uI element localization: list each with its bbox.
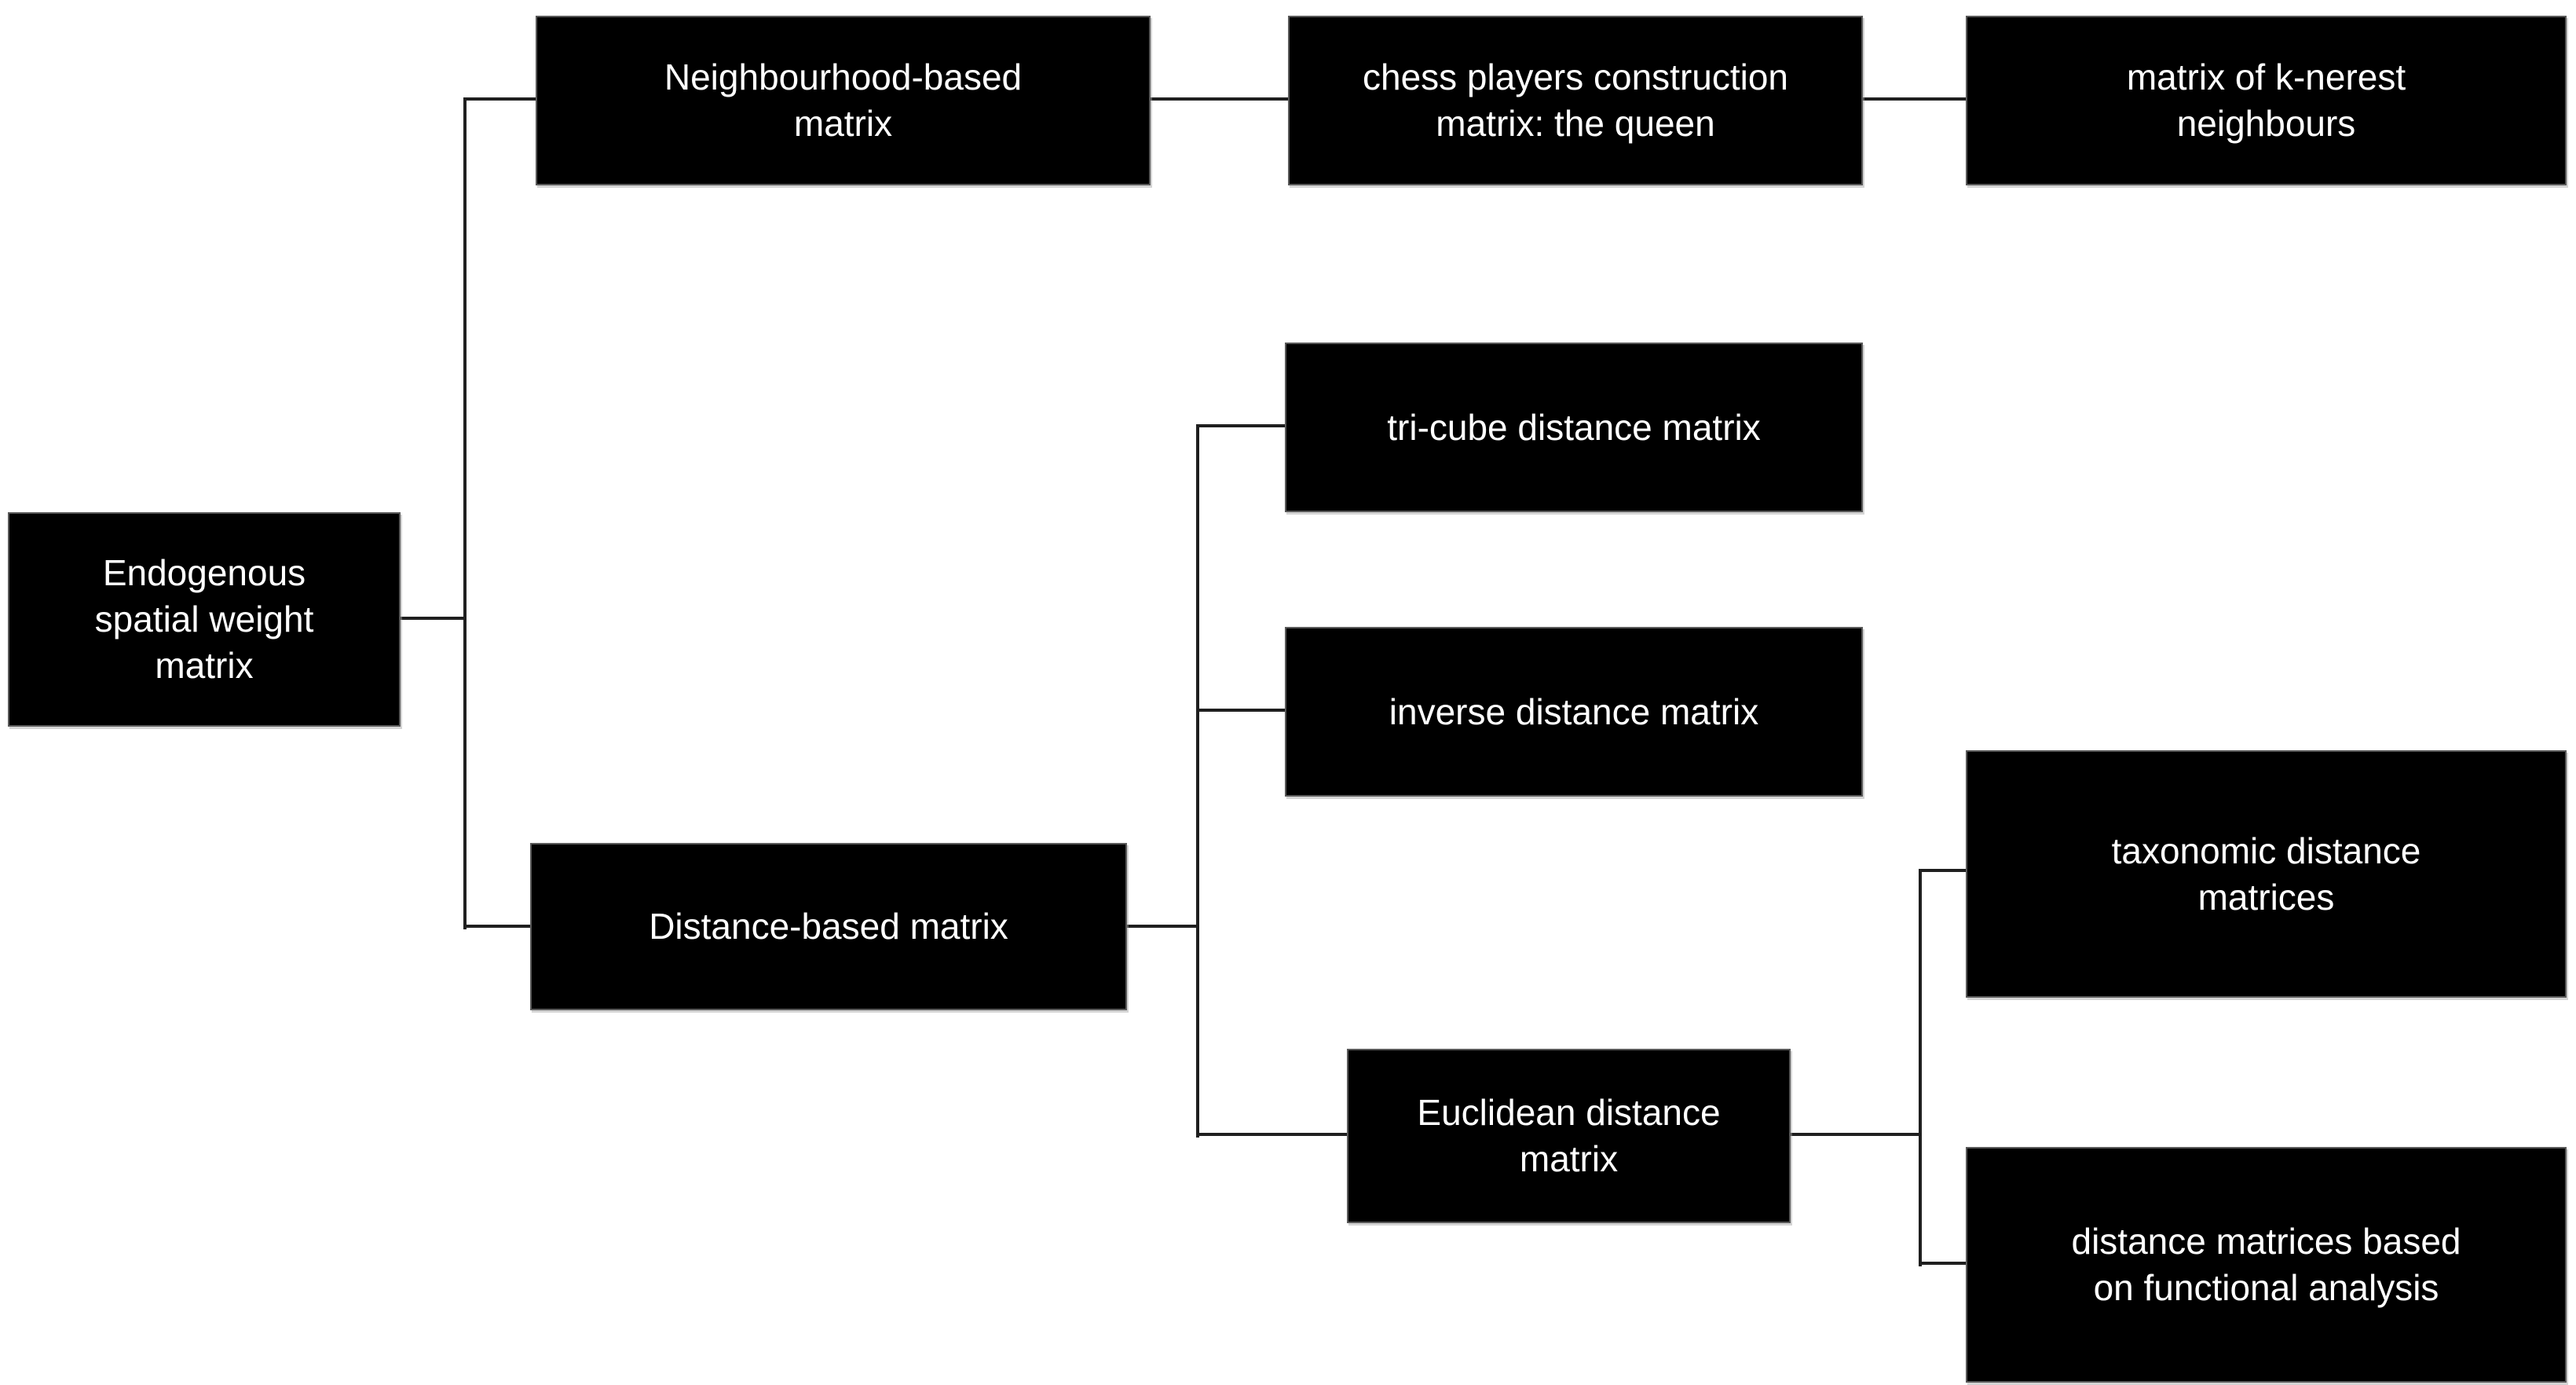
node-endogenous-spatial-weight-matrix: Endogenous spatial weight matrix — [8, 512, 401, 727]
node-taxonomic-distance-matrices: taxonomic distance matrices — [1966, 750, 2567, 998]
node-euclidean-distance-matrix: Euclidean distance matrix — [1347, 1049, 1791, 1223]
connector-distance-bracket-vertical — [1196, 424, 1199, 1138]
connector-neighbourhood-to-chess — [1151, 97, 1290, 101]
connector-to-euclidean — [1198, 1133, 1348, 1136]
connector-to-neighbourhood — [465, 97, 537, 101]
connector-to-functional — [1920, 1262, 1967, 1265]
connector-euclidean-out — [1791, 1133, 1922, 1136]
connector-distance-out — [1127, 925, 1199, 928]
connector-chess-to-k-nearest — [1863, 97, 1967, 101]
connector-root-bracket-vertical — [463, 97, 467, 929]
connector-to-taxonomic — [1920, 869, 1967, 872]
node-distance-matrices-functional-analysis: distance matrices based on functional an… — [1966, 1147, 2567, 1383]
node-matrix-of-k-nearest-neighbours: matrix of k-nerest neighbours — [1966, 16, 2567, 185]
connector-root-out — [399, 617, 467, 620]
node-tri-cube-distance-matrix: tri-cube distance matrix — [1285, 343, 1863, 512]
node-distance-based-matrix: Distance-based matrix — [530, 843, 1127, 1010]
connector-to-distance-based — [465, 925, 532, 928]
node-neighbourhood-based-matrix: Neighbourhood-based matrix — [536, 16, 1151, 185]
node-chess-players-construction-matrix: chess players construction matrix: the q… — [1288, 16, 1863, 185]
connector-to-inverse — [1198, 709, 1286, 712]
node-inverse-distance-matrix: inverse distance matrix — [1285, 627, 1863, 797]
connector-to-tri-cube — [1198, 424, 1286, 427]
connector-euclidean-bracket-vertical — [1919, 869, 1922, 1266]
